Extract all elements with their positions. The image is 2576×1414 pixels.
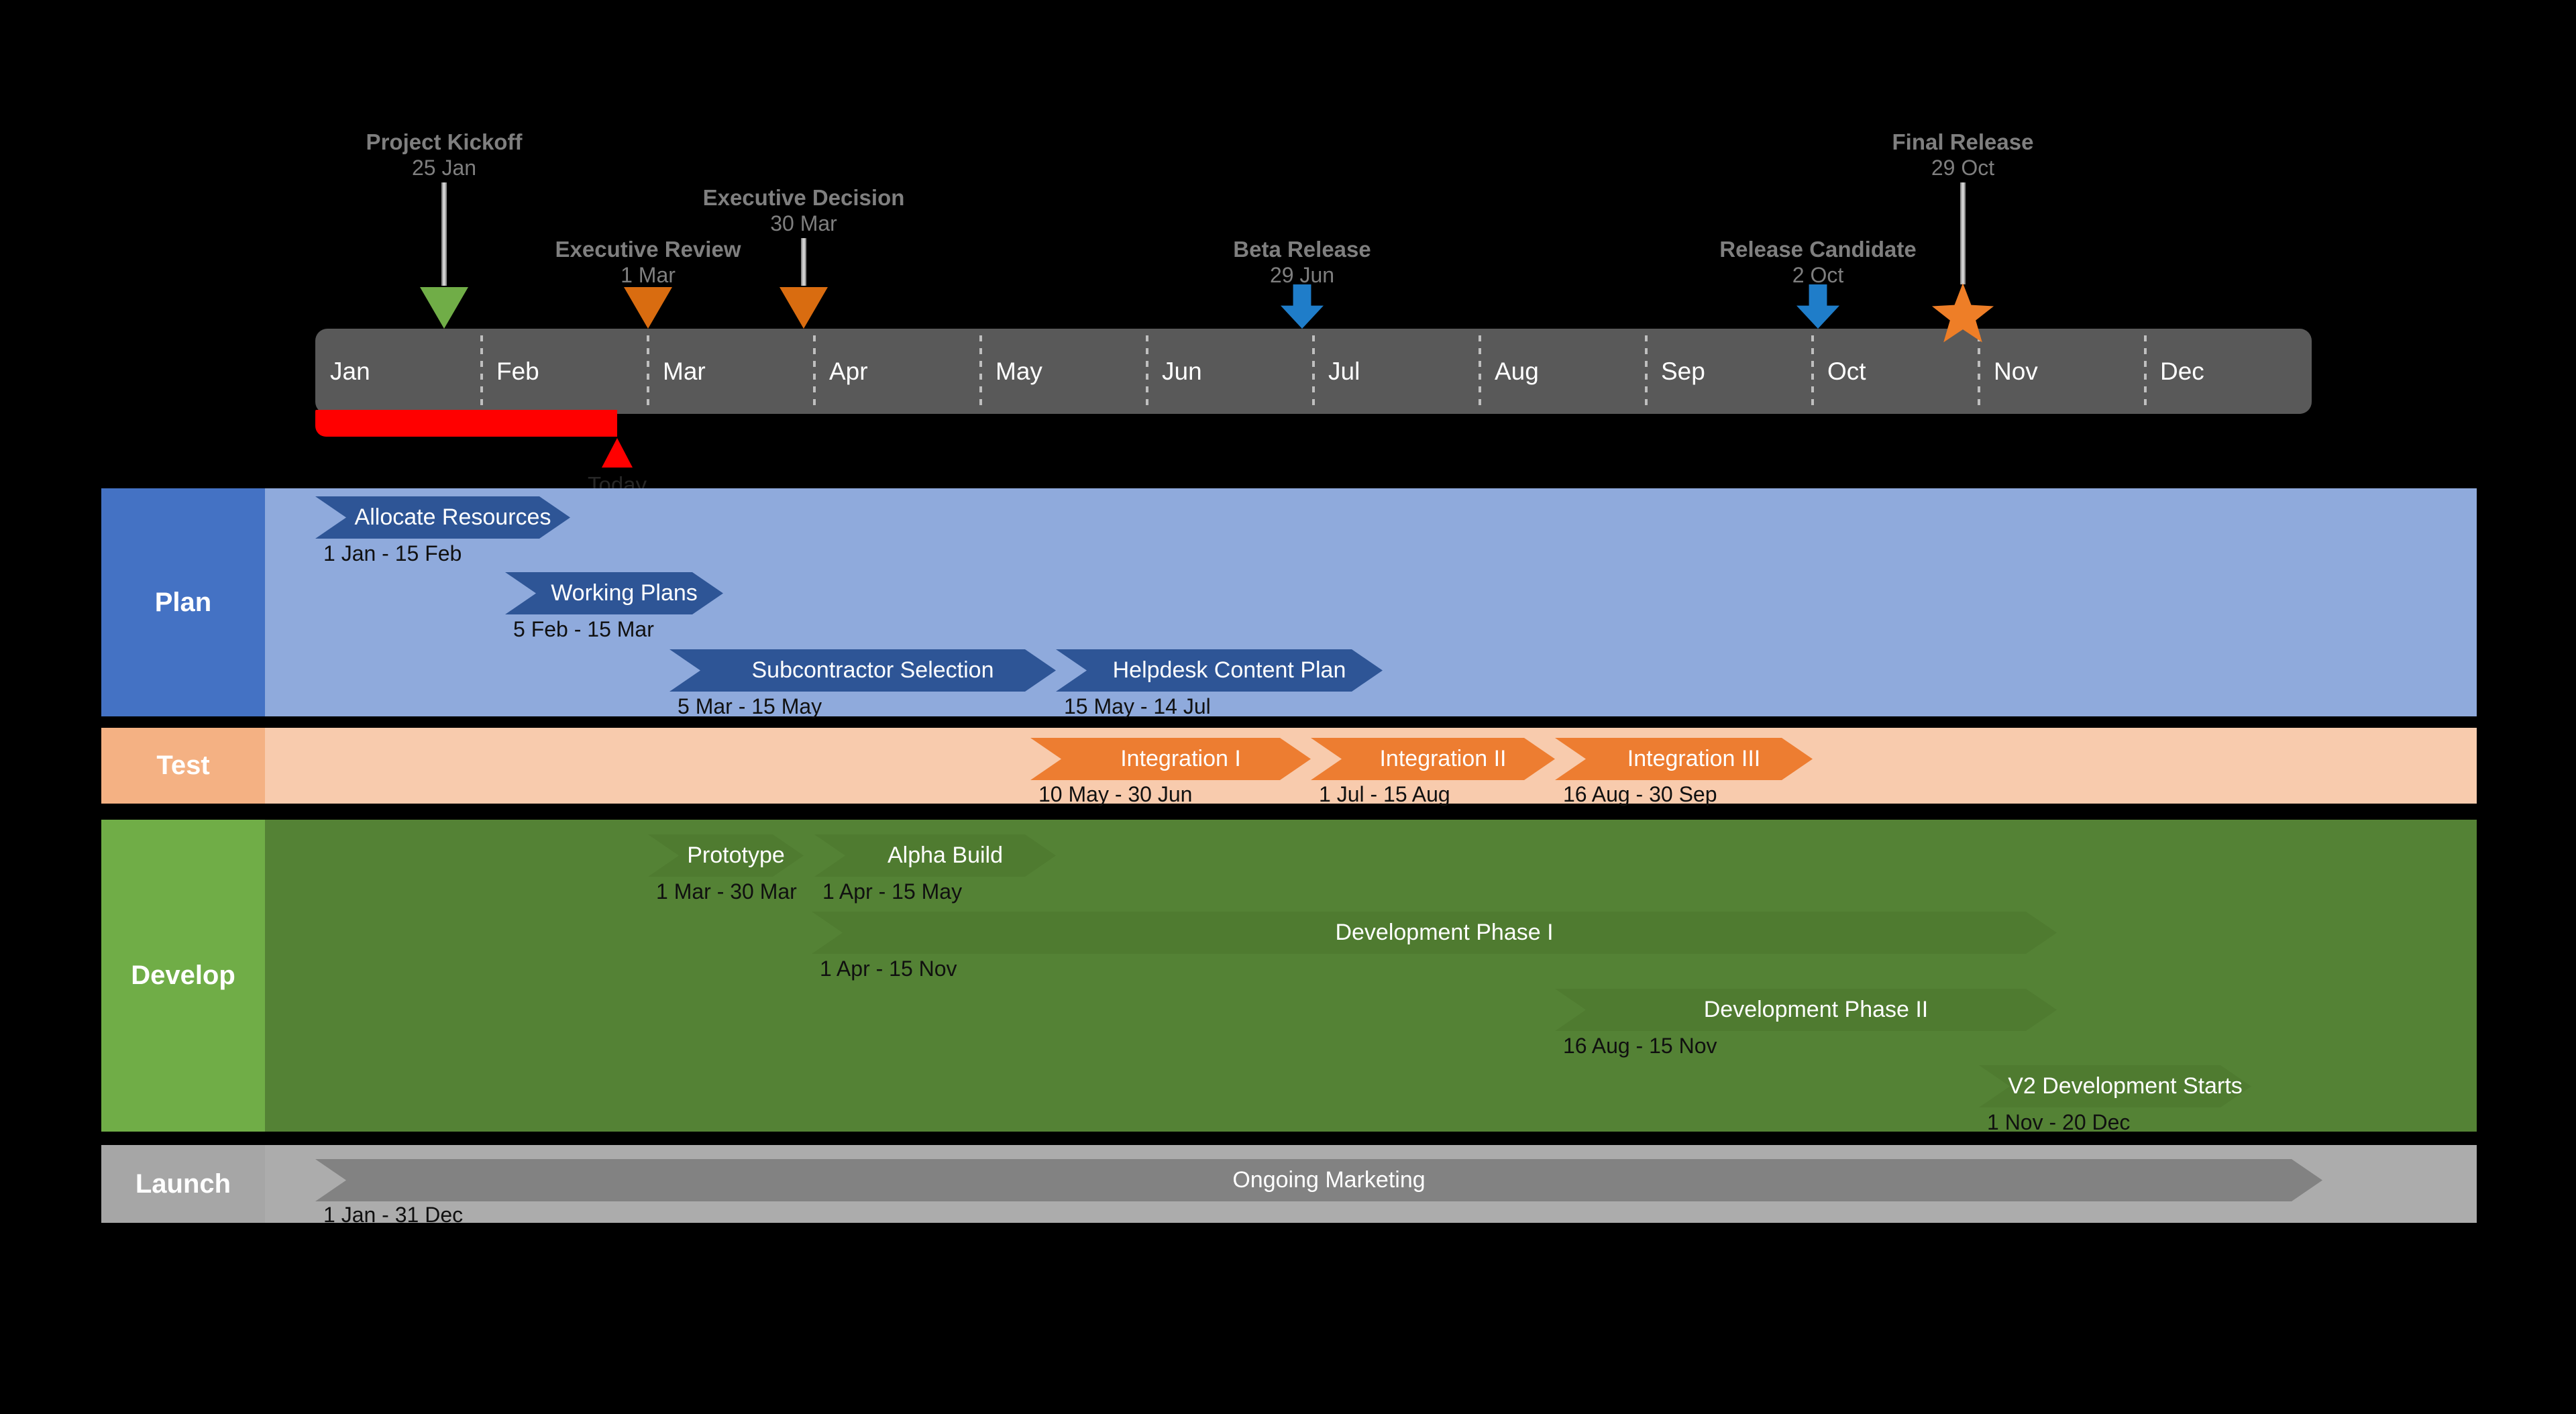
milestone-title: Beta Release bbox=[1233, 237, 1371, 262]
milestone-title: Final Release bbox=[1892, 129, 2034, 154]
month-label-dec: Dec bbox=[2160, 357, 2204, 385]
month-separator bbox=[1645, 335, 1648, 406]
task-date-prototype: 1 Mar - 30 Mar bbox=[656, 879, 797, 904]
month-label-jul: Jul bbox=[1328, 357, 1360, 385]
month-separator bbox=[1811, 335, 1814, 406]
milestone-date: 29 Jun bbox=[1269, 263, 1335, 287]
milestone-date: 1 Mar bbox=[621, 263, 676, 287]
task-allocate-resources: Allocate Resources bbox=[315, 496, 570, 539]
task-integration-iii: Integration III bbox=[1555, 738, 1813, 780]
task-ongoing-marketing: Ongoing Marketing bbox=[315, 1159, 2322, 1201]
month-separator bbox=[1312, 335, 1315, 406]
task-date-helpdesk-content-plan: 15 May - 14 Jul bbox=[1064, 694, 1211, 718]
month-label-feb: Feb bbox=[496, 357, 539, 385]
task-date-working-plans: 5 Feb - 15 Mar bbox=[513, 617, 654, 641]
task-date-integration-ii: 1 Jul - 15 Aug bbox=[1319, 782, 1450, 806]
task-integration-ii: Integration II bbox=[1311, 738, 1555, 780]
month-separator bbox=[2144, 335, 2147, 406]
milestone-date: 30 Mar bbox=[770, 211, 837, 235]
milestone-triangle-icon bbox=[780, 287, 828, 329]
task-v2-development-starts: V2 Development Starts bbox=[1979, 1065, 2251, 1107]
task-subcontractor-selection: Subcontractor Selection bbox=[669, 649, 1056, 692]
task-development-phase-i: Development Phase I bbox=[812, 912, 2057, 954]
lane-label-plan: Plan bbox=[101, 488, 265, 716]
month-separator bbox=[480, 335, 483, 406]
lane-label-test: Test bbox=[101, 728, 265, 804]
milestone-leader-line bbox=[441, 182, 447, 286]
lane-label-launch: Launch bbox=[101, 1145, 265, 1223]
milestone-title: Executive Review bbox=[555, 237, 741, 262]
month-separator bbox=[647, 335, 649, 406]
month-separator bbox=[813, 335, 816, 406]
month-label-oct: Oct bbox=[1827, 357, 1866, 385]
month-separator bbox=[1978, 335, 1980, 406]
task-date-ongoing-marketing: 1 Jan - 31 Dec bbox=[323, 1203, 464, 1227]
task-helpdesk-content-plan: Helpdesk Content Plan bbox=[1056, 649, 1383, 692]
task-date-integration-i: 10 May - 30 Jun bbox=[1038, 782, 1193, 806]
task-alpha-build: Alpha Build bbox=[814, 834, 1056, 877]
milestone-triangle-icon bbox=[624, 287, 672, 329]
task-date-alpha-build: 1 Apr - 15 May bbox=[822, 879, 963, 904]
task-date-development-phase-i: 1 Apr - 15 Nov bbox=[820, 957, 957, 981]
month-label-sep: Sep bbox=[1661, 357, 1705, 385]
task-date-allocate-resources: 1 Jan - 15 Feb bbox=[323, 541, 462, 565]
milestone-date: 25 Jan bbox=[411, 156, 477, 180]
month-label-jun: Jun bbox=[1162, 357, 1202, 385]
task-development-phase-ii: Development Phase II bbox=[1555, 989, 2057, 1031]
milestone-leader-line bbox=[1960, 182, 1966, 284]
month-label-may: May bbox=[996, 357, 1042, 385]
task-date-integration-iii: 16 Aug - 30 Sep bbox=[1563, 782, 1717, 806]
milestone-title: Executive Decision bbox=[702, 185, 905, 210]
month-label-aug: Aug bbox=[1495, 357, 1539, 385]
milestone-arrow-icon bbox=[1281, 284, 1324, 329]
milestone-date: 29 Oct bbox=[1931, 156, 1995, 180]
milestone-triangle-icon bbox=[420, 287, 468, 329]
month-separator bbox=[979, 335, 982, 406]
milestone-leader-line bbox=[801, 238, 806, 286]
task-date-subcontractor-selection: 5 Mar - 15 May bbox=[678, 694, 822, 718]
elapsed-time-bar bbox=[315, 410, 617, 437]
milestone-date: 2 Oct bbox=[1792, 263, 1844, 287]
month-separator bbox=[1479, 335, 1481, 406]
month-label-jan: Jan bbox=[330, 357, 370, 385]
task-date-v2-development-starts: 1 Nov - 20 Dec bbox=[1987, 1110, 2131, 1134]
milestone-title: Project Kickoff bbox=[366, 129, 523, 154]
month-separator bbox=[1146, 335, 1148, 406]
milestone-title: Release Candidate bbox=[1719, 237, 1917, 262]
month-label-mar: Mar bbox=[663, 357, 706, 385]
milestone-arrow-icon bbox=[1796, 284, 1839, 329]
today-marker-icon bbox=[602, 438, 633, 468]
lane-label-develop: Develop bbox=[101, 820, 265, 1132]
month-label-apr: Apr bbox=[829, 357, 868, 385]
task-working-plans: Working Plans bbox=[505, 572, 723, 614]
month-label-nov: Nov bbox=[1994, 357, 2038, 385]
task-date-development-phase-ii: 16 Aug - 15 Nov bbox=[1563, 1034, 1717, 1058]
task-integration-i: Integration I bbox=[1030, 738, 1311, 780]
